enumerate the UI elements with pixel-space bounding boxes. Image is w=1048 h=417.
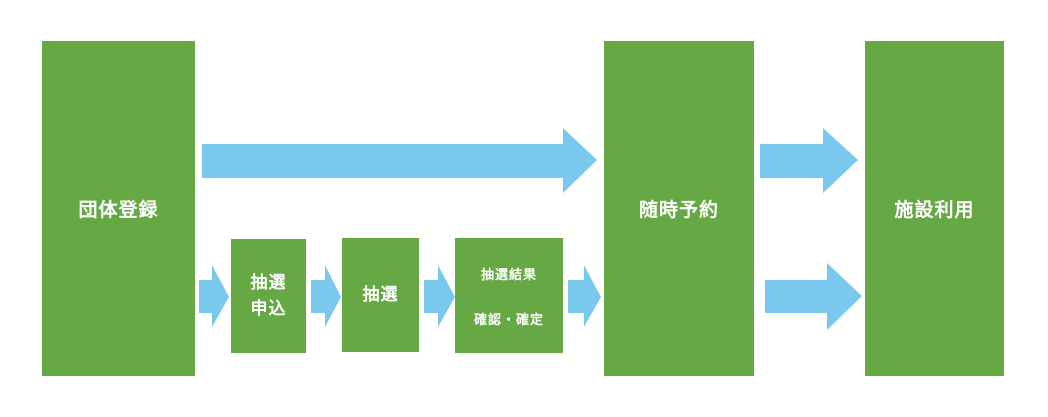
- arrow-registration-to-application: [199, 265, 229, 327]
- arrow-reservation-to-facility-upper: [760, 128, 858, 193]
- step-lottery-label: 抽選: [362, 285, 399, 305]
- arrow-reservation-to-facility-lower: [765, 263, 862, 330]
- arrow-lottery-to-result: [424, 265, 455, 327]
- step-group-registration: 団体登録: [42, 41, 195, 376]
- step-lottery-result: 抽選結果 確認・確定: [455, 238, 563, 353]
- step-lottery-application: 抽選 申込: [231, 239, 306, 353]
- arrow-registration-to-reservation: [202, 128, 597, 193]
- step-lottery-application-label-2: 申込: [250, 299, 287, 319]
- step-lottery: 抽選: [342, 238, 419, 352]
- step-group-registration-label: 団体登録: [78, 199, 159, 221]
- step-facility-use-label: 施設利用: [894, 199, 975, 221]
- arrow-result-to-reservation: [568, 265, 601, 327]
- step-lottery-application-label-1: 抽選: [250, 273, 287, 293]
- step-anytime-reservation-label: 随時予約: [638, 199, 719, 221]
- arrow-application-to-lottery: [311, 265, 341, 327]
- step-lottery-result-label-1: 抽選結果: [480, 267, 537, 283]
- step-anytime-reservation: 随時予約: [604, 41, 754, 376]
- step-lottery-result-label-2: 確認・確定: [473, 312, 544, 328]
- step-facility-use: 施設利用: [865, 41, 1004, 376]
